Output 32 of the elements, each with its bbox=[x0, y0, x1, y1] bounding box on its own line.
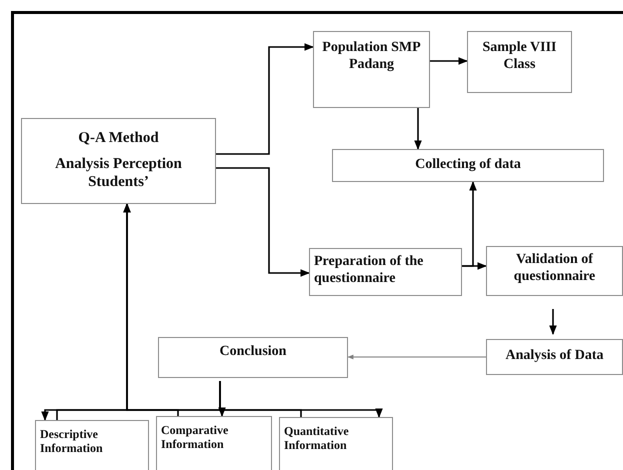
process-box bbox=[467, 31, 572, 93]
box-text: Q-A Method bbox=[78, 129, 159, 147]
process-box bbox=[279, 417, 393, 470]
box-text: Preparation of the questionnaire bbox=[314, 254, 424, 288]
process-box bbox=[35, 420, 149, 470]
connector-arrow bbox=[549, 309, 557, 335]
box-text: Validation of questionnaire bbox=[512, 252, 596, 286]
connector-arrow bbox=[123, 203, 302, 417]
process-box bbox=[486, 339, 623, 375]
connector-arrow bbox=[219, 381, 383, 418]
process-box bbox=[21, 118, 216, 204]
connector-arrow bbox=[216, 167, 310, 277]
box-text: Collecting of data bbox=[415, 157, 521, 174]
box-text: Comparative Information bbox=[161, 423, 230, 452]
box-text: Analysis Perception Students’ bbox=[54, 155, 183, 191]
process-box bbox=[156, 416, 272, 470]
box-text: Quantitative Information bbox=[284, 424, 350, 453]
process-box bbox=[309, 248, 462, 296]
connector-arrow bbox=[430, 57, 468, 65]
box-text: Conclusion bbox=[220, 344, 286, 361]
box-text: Descriptive Information bbox=[40, 427, 104, 456]
process-box bbox=[158, 337, 348, 378]
connector-arrow bbox=[216, 43, 314, 155]
connector-arrow bbox=[347, 354, 486, 360]
connector-arrow bbox=[414, 108, 422, 150]
box-text: Analysis of Data bbox=[505, 348, 604, 365]
box-text: Population SMP Padang bbox=[321, 40, 422, 74]
process-box bbox=[486, 246, 623, 296]
connector-arrow bbox=[462, 262, 487, 270]
process-box bbox=[332, 149, 604, 182]
box-text: Sample VIII Class bbox=[481, 40, 558, 74]
process-box bbox=[313, 31, 430, 108]
